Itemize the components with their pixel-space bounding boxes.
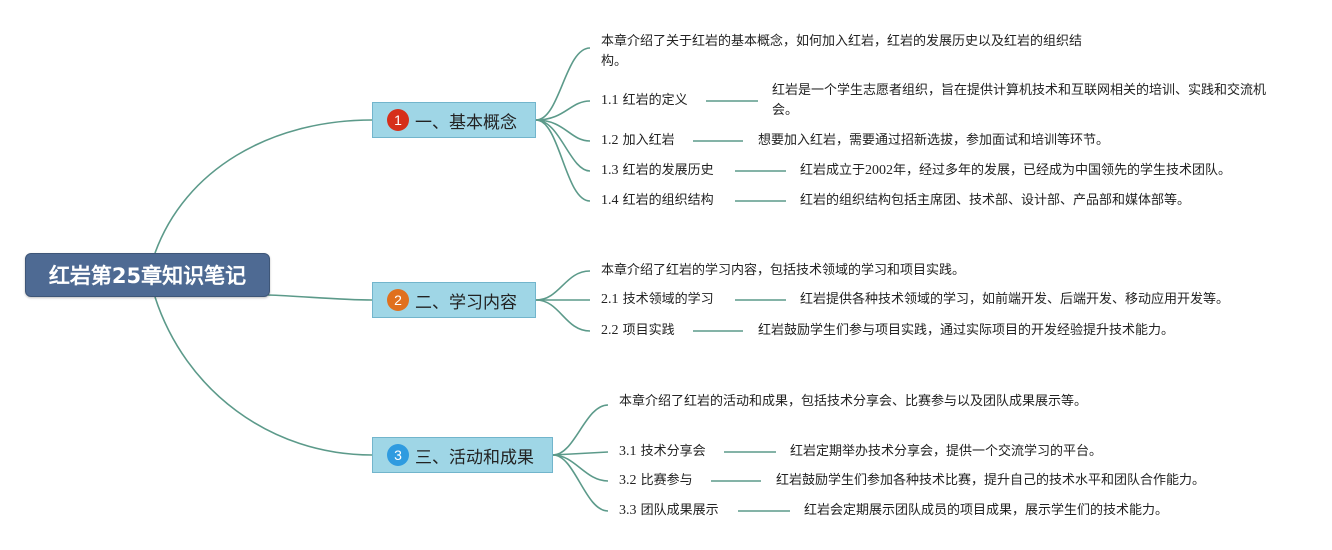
topic-title: 红岩的定义 — [622, 93, 688, 108]
branch-3-summary[interactable]: 本章介绍了红岩的活动和成果，包括技术分享会、比赛参与以及团队成果展示等。 — [619, 394, 1088, 409]
topic-3-2-detail[interactable]: 红岩鼓励学生们参加各种技术比赛，提升自己的技术水平和团队合作能力。 — [776, 473, 1206, 488]
topic-1-3-detail[interactable]: 红岩成立于2002年，经过多年的发展，已经成为中国领先的学生技术团队。 — [800, 163, 1232, 178]
branch-basic-concepts[interactable]: 1 一、基本概念 — [372, 102, 536, 138]
topic-1-4[interactable]: 1.4 红岩的组织结构 — [601, 191, 714, 211]
topic-3-3-detail[interactable]: 红岩会定期展示团队成员的项目成果，展示学生们的技术能力。 — [804, 503, 1169, 518]
topic-1-1-detail[interactable]: 红岩是一个学生志愿者组织，旨在提供计算机技术和互联网相关的培训、实践和交流机会。 — [772, 83, 1267, 118]
branch-label: 二、学习内容 — [415, 292, 517, 313]
branch-label: 一、基本概念 — [415, 112, 517, 133]
topic-1-4-detail[interactable]: 红岩的组织结构包括主席团、技术部、设计部、产品部和媒体部等。 — [800, 193, 1191, 208]
topic-number: 1.3 — [601, 163, 619, 178]
number-3-badge-icon: 3 — [387, 444, 409, 466]
topic-number: 3.2 — [619, 473, 637, 488]
branch-activities-achievements[interactable]: 3 三、活动和成果 — [372, 437, 553, 473]
topic-2-1-detail[interactable]: 红岩提供各种技术领域的学习，如前端开发、后端开发、移动应用开发等。 — [800, 292, 1230, 307]
topic-2-2-detail[interactable]: 红岩鼓励学生们参与项目实践，通过实际项目的开发经验提升技术能力。 — [758, 323, 1175, 338]
topic-title: 技术领域的学习 — [622, 292, 714, 307]
topic-number: 3.3 — [619, 503, 637, 518]
connector-root-branch-2 — [267, 294, 373, 301]
topic-title: 项目实践 — [622, 323, 675, 338]
topic-3-1-detail[interactable]: 红岩定期举办技术分享会，提供一个交流学习的平台。 — [790, 444, 1103, 459]
topic-3-3[interactable]: 3.3 团队成果展示 — [619, 501, 719, 521]
branch-2-summary[interactable]: 本章介绍了红岩的学习内容，包括技术领域的学习和项目实践。 — [601, 263, 966, 278]
topic-1-3[interactable]: 1.3 红岩的发展历史 — [601, 161, 714, 181]
branch-learning-content[interactable]: 2 二、学习内容 — [372, 282, 536, 318]
root-title: 红岩第25章知识笔记 — [48, 264, 247, 288]
branch-1-summary[interactable]: 本章介绍了关于红岩的基本概念，如何加入红岩，红岩的发展历史以及红岩的组织结构。 — [601, 34, 1083, 69]
connector-root-branch-1 — [154, 119, 373, 254]
root-node[interactable]: 红岩第25章知识笔记 — [25, 253, 270, 297]
topic-number: 3.1 — [619, 444, 637, 459]
topic-3-1[interactable]: 3.1 技术分享会 — [619, 442, 706, 462]
branch-label: 三、活动和成果 — [415, 447, 534, 468]
topic-number: 1.1 — [601, 93, 619, 108]
topic-title: 比赛参与 — [640, 473, 693, 488]
topic-title: 技术分享会 — [640, 444, 706, 459]
topic-number: 2.1 — [601, 292, 619, 307]
topic-title: 加入红岩 — [622, 133, 675, 148]
topic-title: 团队成果展示 — [640, 503, 719, 518]
topic-2-2[interactable]: 2.2 项目实践 — [601, 321, 675, 341]
topic-title: 红岩的组织结构 — [622, 193, 714, 208]
topic-number: 1.2 — [601, 133, 619, 148]
topic-title: 红岩的发展历史 — [622, 163, 714, 178]
topic-number: 2.2 — [601, 323, 619, 338]
topic-1-2[interactable]: 1.2 加入红岩 — [601, 131, 675, 151]
number-2-badge-icon: 2 — [387, 289, 409, 311]
number-1-badge-icon: 1 — [387, 109, 409, 131]
topic-1-2-detail[interactable]: 想要加入红岩，需要通过招新选拔，参加面试和培训等环节。 — [758, 133, 1110, 148]
connector-root-branch-3 — [154, 296, 373, 456]
topic-1-1[interactable]: 1.1 红岩的定义 — [601, 91, 688, 111]
topic-number: 1.4 — [601, 193, 619, 208]
topic-2-1[interactable]: 2.1 技术领域的学习 — [601, 290, 714, 310]
topic-3-2[interactable]: 3.2 比赛参与 — [619, 471, 693, 491]
